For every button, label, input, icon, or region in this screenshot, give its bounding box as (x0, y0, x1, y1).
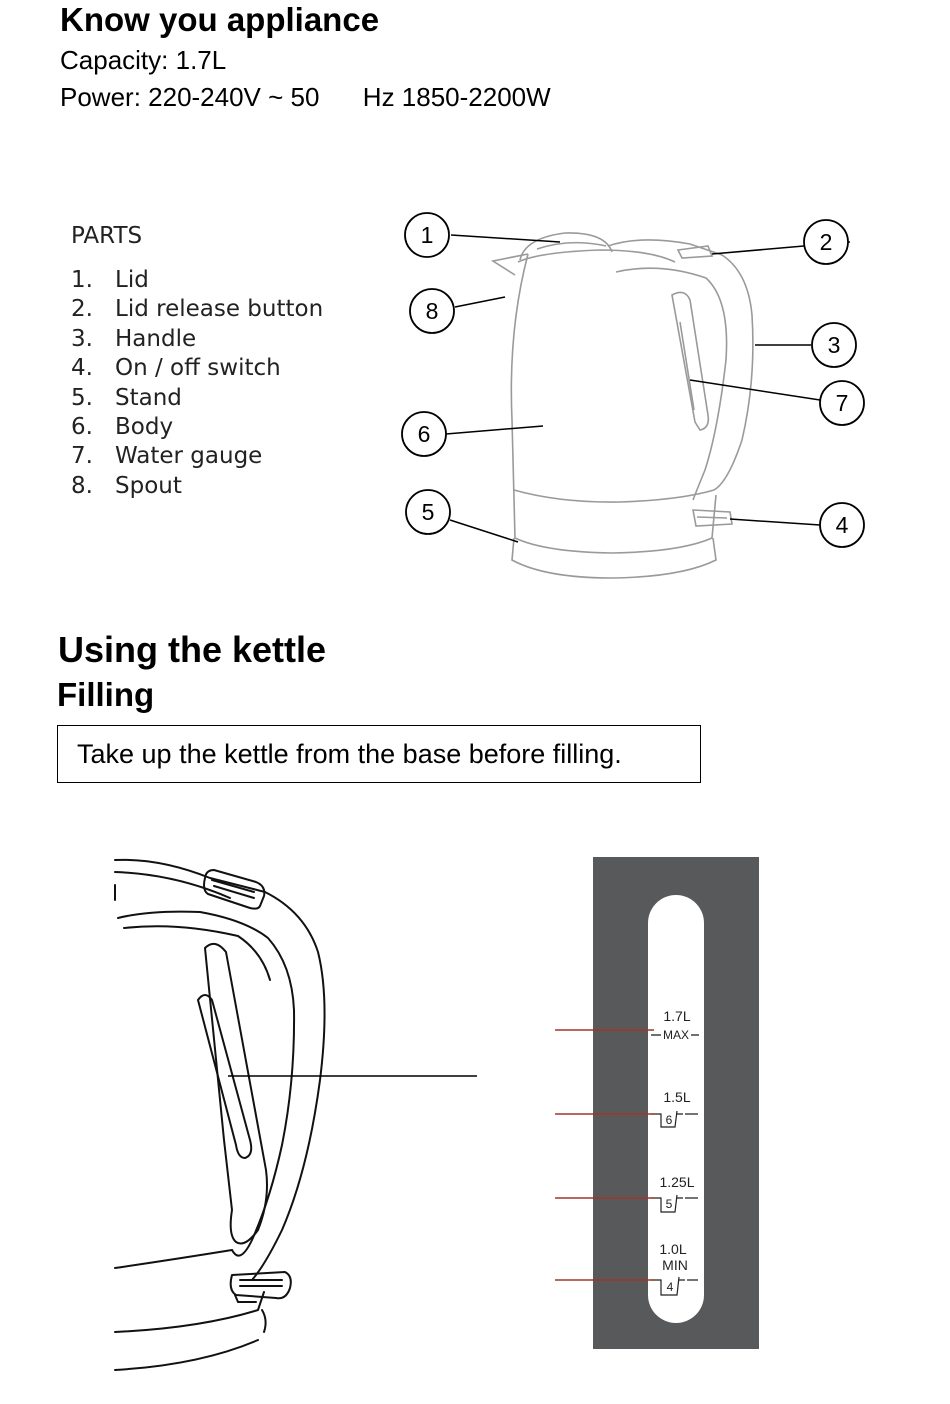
notice-text: Take up the kettle from the base before … (77, 739, 622, 770)
callout-number: 1 (421, 222, 434, 248)
callout-number: 2 (820, 229, 833, 255)
gauge-mark-max: MAX (663, 1028, 689, 1042)
callout-number: 8 (426, 298, 439, 324)
callout-number: 5 (422, 499, 435, 525)
kettle-outline (493, 233, 753, 578)
gauge-volume-label: 1.0L (659, 1241, 686, 1257)
gauge-min-label: MIN (662, 1257, 688, 1273)
callout-4: 4 (820, 503, 864, 547)
gauge-mark-number: 6 (666, 1113, 673, 1127)
notice-box: Take up the kettle from the base before … (57, 725, 701, 783)
gauge-pointers (550, 1000, 660, 1300)
callout-number: 6 (418, 421, 431, 447)
callout-5: 5 (406, 490, 450, 534)
callout-7: 7 (820, 381, 864, 425)
gauge-mark-number: 5 (666, 1197, 673, 1211)
section-title: Using the kettle (58, 632, 326, 668)
callout-1: 1 (405, 213, 449, 257)
section-subtitle: Filling (57, 678, 154, 711)
gauge-volume-label: 1.7L (663, 1008, 690, 1024)
gauge-volume-label: 1.5L (663, 1089, 690, 1105)
callout-number: 7 (836, 390, 849, 416)
leader-lines (446, 235, 850, 542)
kettle-closeup-illustration (0, 840, 500, 1404)
gauge-volume-label: 1.25L (659, 1174, 694, 1190)
callout-3: 3 (812, 323, 856, 367)
callout-2: 2 (804, 220, 848, 264)
kettle-parts-diagram: 1 2 3 4 5 6 7 8 (0, 0, 950, 600)
callout-6: 6 (402, 412, 446, 456)
kettle-handle-drawing (115, 860, 325, 1370)
gauge-mark-number: 4 (667, 1280, 674, 1294)
callout-8: 8 (410, 289, 454, 333)
callout-number: 3 (828, 332, 841, 358)
callout-number: 4 (836, 512, 849, 538)
